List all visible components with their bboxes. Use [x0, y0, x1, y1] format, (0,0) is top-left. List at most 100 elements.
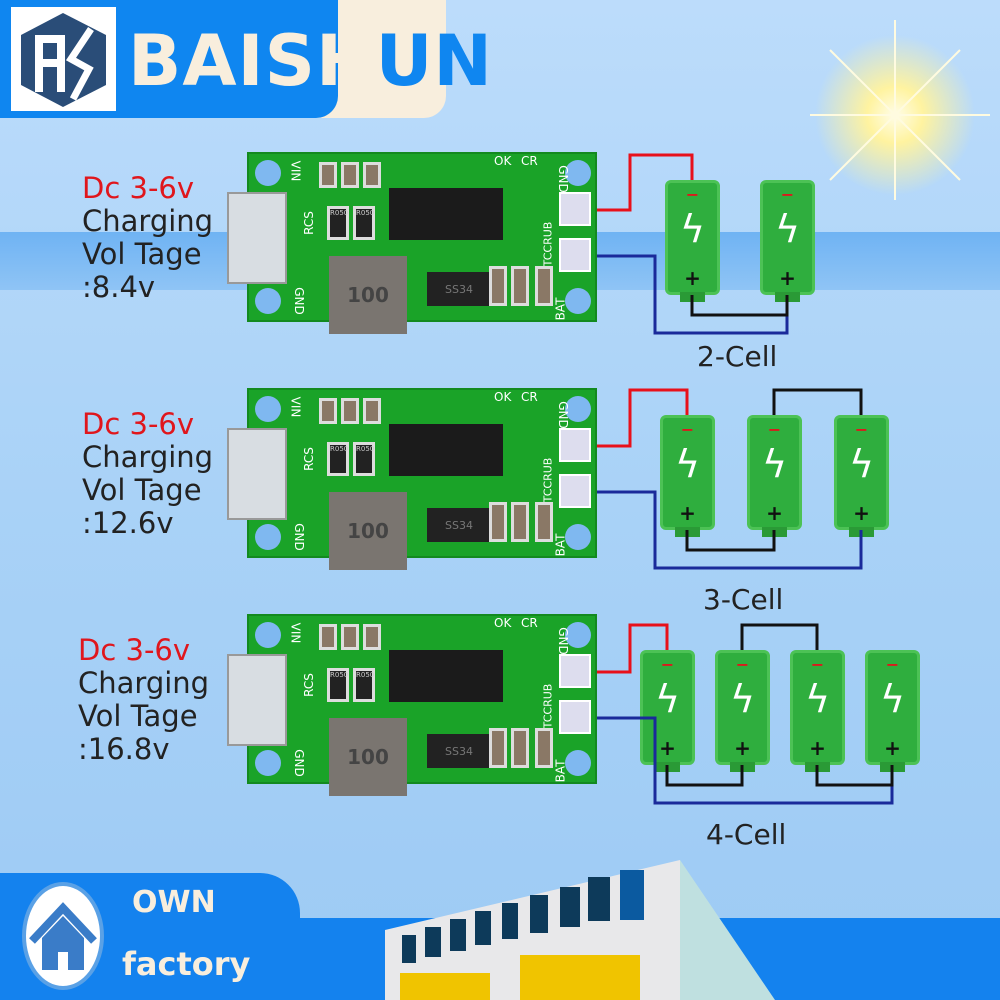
spec-line1: Charging — [78, 666, 210, 700]
plus-sign: + — [766, 501, 783, 525]
minus-sign: − — [735, 655, 750, 674]
lightning-bolt-icon: ϟ — [849, 442, 875, 486]
ic-chip — [389, 424, 447, 476]
capacitor — [535, 728, 553, 768]
lightning-bolt-icon: ϟ — [655, 677, 681, 721]
capacitor — [341, 162, 359, 188]
battery-cell: − ϟ + — [834, 415, 889, 537]
factory-text: factory — [122, 945, 251, 983]
capacitor — [319, 398, 337, 424]
plus-sign: + — [809, 736, 826, 760]
diode: SS34 — [427, 734, 491, 768]
own-text: OWN — [132, 885, 216, 920]
spec-line2: Vol Tage — [82, 237, 202, 271]
inductor: 100 — [329, 492, 407, 570]
lightning-bolt-icon: ϟ — [880, 677, 906, 721]
capacitor — [341, 398, 359, 424]
resistor: R050 — [353, 668, 375, 702]
terminal-pad — [559, 238, 591, 272]
capacitor — [363, 624, 381, 650]
label-cr: CR — [521, 616, 538, 630]
brand-name-part2: UN — [375, 20, 494, 102]
lightning-bolt-icon: ϟ — [805, 677, 831, 721]
ic-chip — [389, 650, 447, 702]
house-icon — [22, 882, 104, 990]
terminal-pad — [559, 700, 591, 734]
brand-logo-icon — [11, 7, 116, 111]
brand-name: BAISHUN — [128, 20, 493, 102]
lightning-bolt-icon: ϟ — [775, 207, 801, 251]
plus-sign: + — [659, 736, 676, 760]
minus-sign: − — [810, 655, 825, 674]
label-cr: CR — [521, 154, 538, 168]
resistor: R050 — [327, 668, 349, 702]
minus-sign: − — [780, 185, 795, 204]
capacitor — [535, 502, 553, 542]
series-link-wire — [772, 388, 863, 415]
usb-c-port[interactable] — [227, 428, 287, 520]
label-ok: OK — [494, 154, 512, 168]
spec-voltage: :16.8v — [78, 732, 170, 766]
capacitor — [535, 266, 553, 306]
capacitor — [511, 502, 529, 542]
plus-sign: + — [853, 501, 870, 525]
series-link-wire — [740, 623, 819, 650]
brand-name-part1: BAISH — [128, 20, 376, 102]
solder-pad — [565, 288, 591, 314]
battery-cell: −ϟ+ — [865, 650, 920, 772]
usb-c-port[interactable] — [227, 192, 287, 284]
solder-pad — [565, 622, 591, 648]
battery-cell: −ϟ+ — [760, 180, 815, 302]
capacitor — [511, 728, 529, 768]
terminal-pad — [559, 654, 591, 688]
capacitor — [489, 266, 507, 306]
positive-wire — [597, 388, 689, 448]
series-link-wire — [665, 765, 744, 787]
capacitor — [363, 398, 381, 424]
solder-pad — [255, 396, 281, 422]
series-link-wire — [815, 765, 894, 787]
capacitor — [341, 624, 359, 650]
minus-sign: − — [854, 420, 869, 439]
label-cr: CR — [521, 390, 538, 404]
negative-wire — [597, 254, 789, 335]
sun-icon — [810, 20, 990, 200]
terminal-pad — [559, 474, 591, 508]
resistor: R050 — [327, 442, 349, 476]
spec-voltage: :12.6v — [82, 506, 174, 540]
capacitor — [319, 624, 337, 650]
capacitor — [489, 728, 507, 768]
spec-line2: Vol Tage — [82, 473, 202, 507]
battery-cell: −ϟ+ — [715, 650, 770, 772]
terminal-pad — [559, 428, 591, 462]
inductor: 100 — [329, 718, 407, 796]
minus-sign: − — [767, 420, 782, 439]
lightning-bolt-icon: ϟ — [762, 442, 788, 486]
cell-count-label: 4-Cell — [706, 818, 787, 851]
lightning-bolt-icon: ϟ — [730, 677, 756, 721]
resistor: R050 — [353, 206, 375, 240]
spec-line1: Charging — [82, 440, 214, 474]
negative-wire — [597, 716, 894, 805]
spec-line2: Vol Tage — [78, 699, 198, 733]
positive-wire — [597, 623, 669, 674]
minus-sign: − — [680, 420, 695, 439]
capacitor — [363, 162, 381, 188]
spec-dc: Dc 3-6v — [82, 171, 195, 205]
solder-pad — [255, 160, 281, 186]
solder-pad — [255, 750, 281, 776]
usb-c-port[interactable] — [227, 654, 287, 746]
solder-pad — [255, 288, 281, 314]
diode: SS34 — [427, 272, 491, 306]
solder-pad — [565, 396, 591, 422]
solder-pad — [565, 750, 591, 776]
lightning-bolt-icon: ϟ — [675, 442, 701, 486]
plus-sign: + — [684, 266, 701, 290]
spec-dc: Dc 3-6v — [82, 407, 195, 441]
